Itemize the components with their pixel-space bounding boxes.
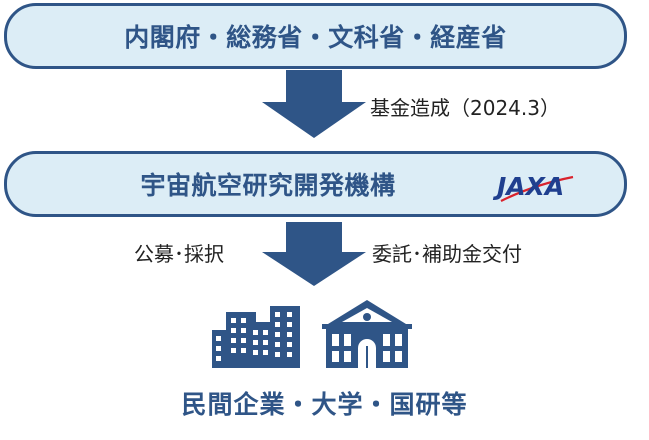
grant-note: 委託･補助金交付 (372, 242, 522, 266)
jaxa-box: 宇宙航空研究開発機構 (4, 151, 627, 217)
jaxa-logo-text: JAXA (492, 172, 564, 201)
recipients-label: 民間企業・大学・国研等 (181, 390, 468, 419)
jaxa-logo-icon: JAXA (492, 172, 574, 202)
selection-note: 公募･採択 (134, 242, 224, 266)
ministries-label: 内閣府・総務省・文科省・経産省 (124, 23, 507, 52)
jaxa-label: 宇宙航空研究開発機構 (140, 171, 396, 200)
funding-note: 基金造成（2024.3） (370, 96, 560, 120)
ministries-box: 内閣府・総務省・文科省・経産省 (4, 3, 627, 69)
down-arrow-icon (262, 70, 366, 138)
down-arrow-icon (262, 222, 366, 286)
office-buildings-icon (212, 306, 300, 368)
school-building-icon (322, 300, 412, 368)
